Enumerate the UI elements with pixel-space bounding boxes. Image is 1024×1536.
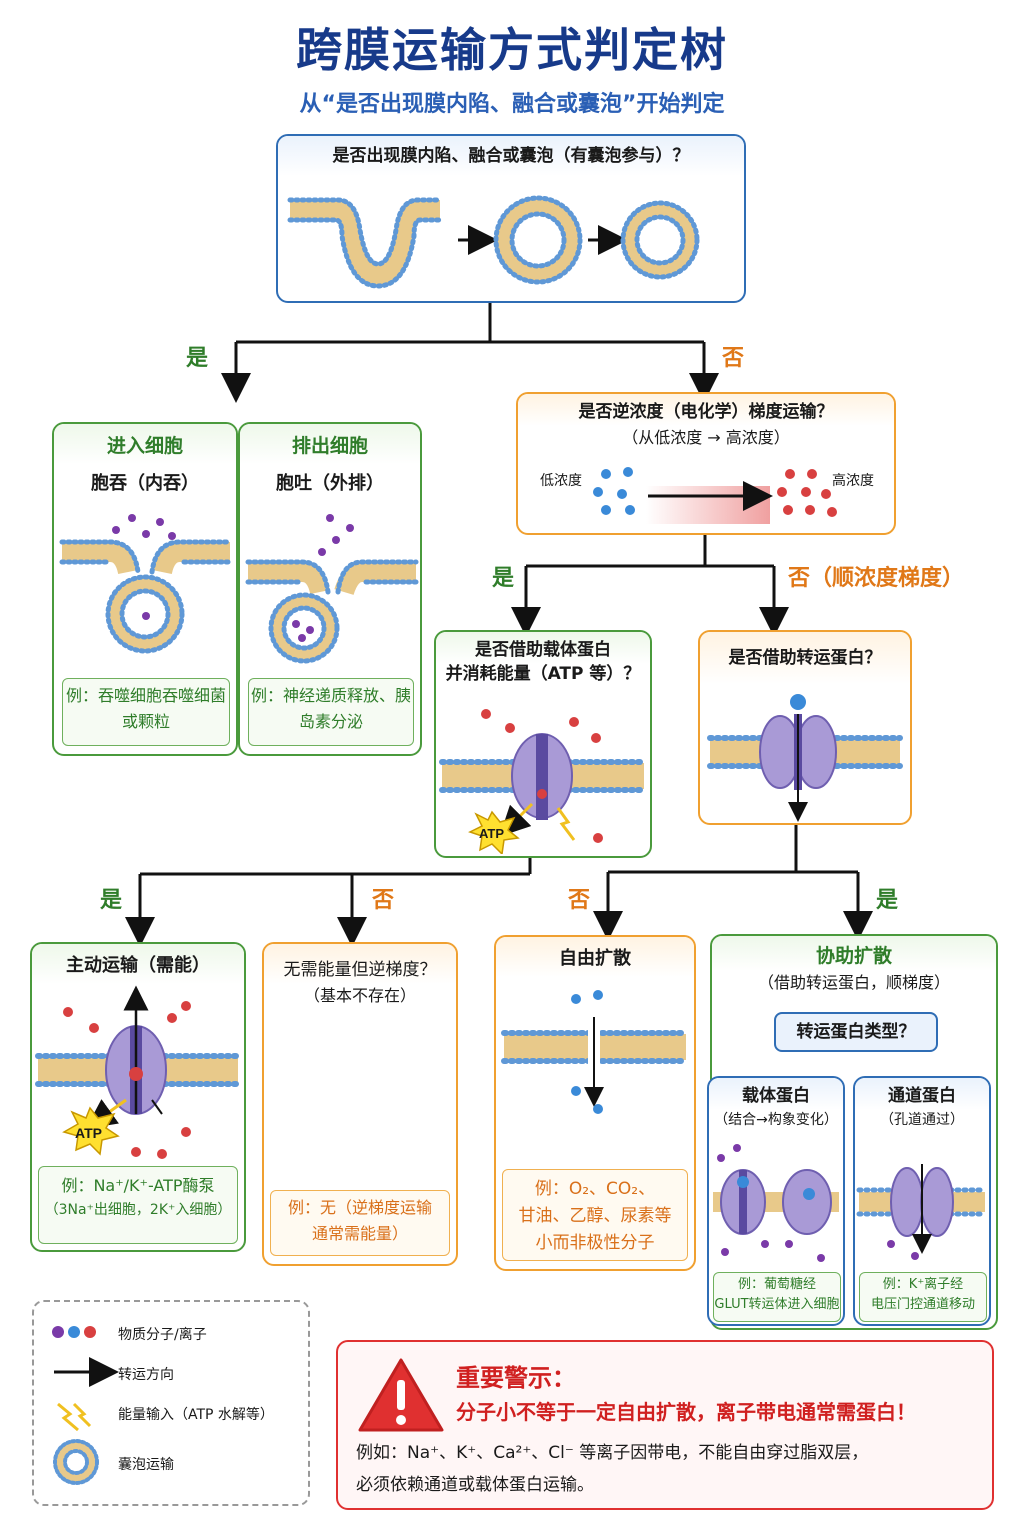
connector-gradient bbox=[526, 535, 774, 568]
low-concentration-label: 低浓度 bbox=[540, 473, 582, 489]
endocytosis-title: 进入细胞 bbox=[54, 424, 236, 464]
free-example-line2: 甘油、乙醇、尿素等 bbox=[518, 1206, 672, 1227]
legend-energy-label: 能量输入（ATP 水解等） bbox=[118, 1407, 274, 1423]
none-box: 无需能量但逆梯度？ （基本不存在） 例：无（逆梯度运输 通常需能量） bbox=[262, 942, 458, 1266]
free-diffusion-example: 例：O₂、CO₂、 甘油、乙醇、尿素等 小而非极性分子 bbox=[502, 1169, 688, 1261]
carrier-pump-illustration: ATP bbox=[439, 709, 647, 854]
energy-bolt-icon bbox=[57, 1402, 92, 1432]
active-example-line1: 例：Na⁺/K⁺-ATP酶泵 bbox=[61, 1176, 215, 1195]
channel-protein-illustration bbox=[856, 1164, 988, 1260]
membrane-invagination-icon bbox=[287, 197, 443, 289]
page-title: 跨膜运输方式判定树 bbox=[296, 23, 728, 77]
facilitated-title: 协助扩散 bbox=[712, 936, 996, 971]
atp-label: ATP bbox=[479, 826, 504, 841]
warning-box: 重要警示： 分子小不等于一定自由扩散，离子带电通常需蛋白！ 例如：Na⁺、K⁺、… bbox=[336, 1340, 994, 1510]
exocytosis-example: 例：神经递质释放、胰岛素分泌 bbox=[248, 678, 414, 746]
channel-example-line2: 电压门控通道移动 bbox=[870, 1296, 975, 1312]
none-question: 无需能量但逆梯度？ bbox=[264, 944, 456, 984]
channel-protein-example: 例：K⁺离子经 电压门控通道移动 bbox=[859, 1272, 987, 1322]
gradient-illustration bbox=[593, 467, 837, 524]
page-subtitle: 从“是否出现膜内陷、融合或囊泡”开始判定 bbox=[299, 92, 725, 117]
transporter-illustration bbox=[707, 694, 903, 822]
legend: 物质分子/离子 转运方向 能量输入（ATP 水解等） 囊泡运输 bbox=[32, 1300, 310, 1506]
label-gradient-yes: 是 bbox=[492, 566, 515, 591]
none-note: （基本不存在） bbox=[303, 985, 416, 1005]
channel-protein-title: 通道蛋白 bbox=[855, 1078, 989, 1110]
active-atp-label: ATP bbox=[75, 1125, 102, 1141]
vesicle-question: 是否出现膜内陷、融合或囊泡（有囊泡参与）？ bbox=[278, 136, 744, 176]
none-example: 例：无（逆梯度运输 通常需能量） bbox=[270, 1190, 450, 1256]
carrier-protein-subtitle: （结合→构象变化） bbox=[714, 1111, 838, 1128]
carrier-protein-title: 载体蛋白 bbox=[709, 1078, 843, 1110]
warning-line2: 必须依赖通道或载体蛋白运输。 bbox=[356, 1475, 594, 1495]
carrier-energy-question-line2: 并消耗能量（ATP 等）？ bbox=[445, 663, 641, 684]
endocytosis-name: 胞吞（内吞） bbox=[91, 473, 199, 494]
connector-transporter bbox=[608, 825, 858, 874]
vesicle-icon bbox=[620, 200, 700, 280]
active-transport-title: 主动运输（需能） bbox=[32, 944, 244, 984]
none-example-line2: 通常需能量） bbox=[311, 1223, 408, 1243]
channel-example-line1: 例：K⁺离子经 bbox=[882, 1277, 964, 1292]
warning-title: 重要警示： bbox=[456, 1364, 576, 1392]
gradient-question-box: 是否逆浓度（电化学）梯度运输？ （从低浓度 → 高浓度） 低浓度 高浓度 bbox=[516, 392, 896, 535]
free-example-line1: 例：O₂、CO₂、 bbox=[534, 1179, 656, 1199]
gradient-question-note: （从低浓度 → 高浓度） bbox=[622, 427, 790, 447]
label-carrier-yes: 是 bbox=[100, 888, 123, 913]
legend-direction-label: 转运方向 bbox=[118, 1367, 174, 1383]
legend-molecules-label: 物质分子/离子 bbox=[118, 1327, 207, 1343]
label-transporter-yes: 是 bbox=[876, 888, 899, 913]
vesicle-question-box: 是否出现膜内陷、融合或囊泡（有囊泡参与）？ bbox=[276, 134, 746, 303]
warning-headline: 分子小不等于一定自由扩散，离子带电通常需蛋白！ bbox=[456, 1400, 916, 1424]
warning-triangle-icon bbox=[358, 1358, 444, 1432]
endocytosis-illustration bbox=[59, 514, 233, 654]
carrier-energy-question-box: 是否借助载体蛋白 并消耗能量（ATP 等）？ ATP bbox=[434, 630, 652, 858]
high-concentration-label: 高浓度 bbox=[832, 473, 874, 489]
free-diffusion-box: 自由扩散 例：O₂、CO₂、 甘油、乙醇、尿素等 小而非极性分子 bbox=[494, 935, 696, 1271]
free-example-line3: 小而非极性分子 bbox=[535, 1233, 655, 1254]
connector-root bbox=[236, 303, 704, 344]
carrier-protein-example: 例：葡萄糖经 GLUT转运体进入细胞 bbox=[713, 1272, 841, 1322]
endocytosis-box: 进入细胞 胞吞（内吞） 例：吞噬细胞吞噬细菌或颗粒 bbox=[52, 422, 238, 756]
transporter-type-question: 转运蛋白类型？ bbox=[774, 1012, 938, 1052]
transporter-question-box: 是否借助转运蛋白？ bbox=[698, 630, 912, 825]
label-carrier-no: 否 bbox=[372, 888, 395, 913]
warning-line1: 例如：Na⁺、K⁺、Ca²⁺、Cl⁻ 等离子因带电，不能自由穿过脂双层， bbox=[356, 1443, 869, 1463]
channel-protein-subtitle: （孔道通过） bbox=[880, 1111, 964, 1128]
molecules-icon bbox=[52, 1326, 96, 1338]
vesicle-legend-icon bbox=[53, 1439, 99, 1485]
vesicle-formation-illustration bbox=[287, 195, 700, 289]
label-root-yes: 是 bbox=[186, 346, 209, 371]
active-example-line2: （3Na⁺出细胞，2K⁺入细胞） bbox=[44, 1201, 232, 1218]
exocytosis-box: 排出细胞 胞吐（外排） 例：神经递质释放、胰岛素分泌 bbox=[238, 422, 422, 756]
free-diffusion-title: 自由扩散 bbox=[496, 937, 694, 977]
active-transport-illustration: ATP bbox=[35, 985, 241, 1159]
none-example-line1: 例：无（逆梯度运输 bbox=[287, 1198, 432, 1217]
carrier-energy-question-line1: 是否借助载体蛋白 bbox=[436, 632, 650, 664]
exocytosis-illustration bbox=[245, 514, 419, 664]
label-transporter-no: 否 bbox=[568, 888, 591, 913]
channel-protein-box: 通道蛋白 （孔道通过） 例：K⁺离子经 电压门控通道移动 bbox=[853, 1076, 991, 1326]
budding-vesicle-icon bbox=[493, 195, 583, 285]
carrier-example-line1: 例：葡萄糖经 bbox=[737, 1277, 816, 1292]
label-gradient-no: 否（顺浓度梯度） bbox=[788, 566, 965, 591]
label-root-no: 否 bbox=[722, 346, 745, 371]
exocytosis-name: 胞吐（外排） bbox=[276, 473, 384, 494]
gradient-question: 是否逆浓度（电化学）梯度运输？ bbox=[518, 394, 894, 426]
free-diffusion-illustration bbox=[501, 990, 689, 1114]
carrier-protein-box: 载体蛋白 （结合→构象变化） 例：葡萄糖经 GLUT转运体进入细胞 bbox=[707, 1076, 845, 1326]
connector-carrier bbox=[140, 858, 532, 932]
legend-icons bbox=[52, 1326, 119, 1485]
active-transport-box: 主动运输（需能） ATP 例：Na⁺/K⁺-ATP酶泵 （3Na⁺出细胞，2K⁺… bbox=[30, 942, 246, 1252]
transporter-question: 是否借助转运蛋白？ bbox=[700, 632, 910, 684]
carrier-protein-illustration bbox=[713, 1144, 839, 1262]
facilitated-subtitle: （借助转运蛋白，顺梯度） bbox=[757, 972, 950, 992]
legend-vesicle-label: 囊泡运输 bbox=[118, 1457, 174, 1473]
active-transport-example: 例：Na⁺/K⁺-ATP酶泵 （3Na⁺出细胞，2K⁺入细胞） bbox=[38, 1166, 238, 1244]
carrier-example-line2: GLUT转运体进入细胞 bbox=[714, 1296, 840, 1312]
exocytosis-title: 排出细胞 bbox=[240, 424, 420, 464]
endocytosis-example: 例：吞噬细胞吞噬细菌或颗粒 bbox=[62, 678, 230, 746]
